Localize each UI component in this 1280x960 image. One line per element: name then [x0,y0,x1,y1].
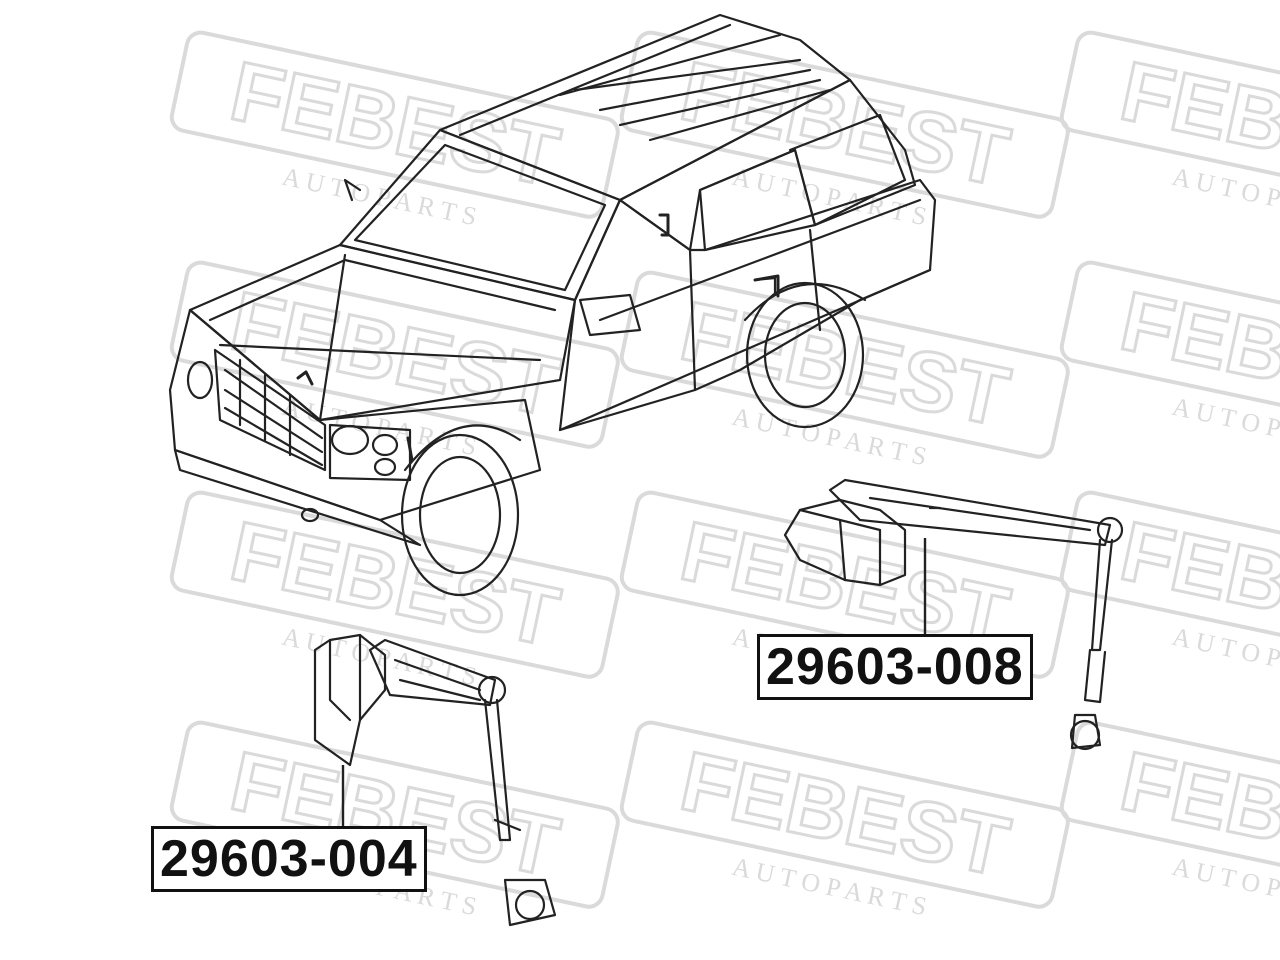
watermark-frame [169,260,620,449]
watermark-frame [1059,260,1280,449]
watermark-frame [619,30,1070,219]
watermark-brand: FEBEST [673,733,1017,894]
watermark-brand: FEBEST [223,43,567,204]
sensor-29603-004-drawing [313,633,557,927]
watermark-frame [1059,30,1280,219]
watermark-frame [1059,720,1280,909]
watermark-frame [619,720,1070,909]
watermark-frame [169,30,620,219]
vehicle-illustration [168,13,937,597]
watermark-frame [619,270,1070,459]
sensor-29603-008-drawing [783,478,1124,751]
part-label-29603-008: 29603-008 [757,634,1033,700]
watermark-brand: FEBEST [223,503,567,664]
leader-lines [341,538,927,828]
watermark-frame [1059,490,1280,679]
part-label-29603-004: 29603-004 [151,826,427,892]
watermark-frame [619,490,1070,679]
